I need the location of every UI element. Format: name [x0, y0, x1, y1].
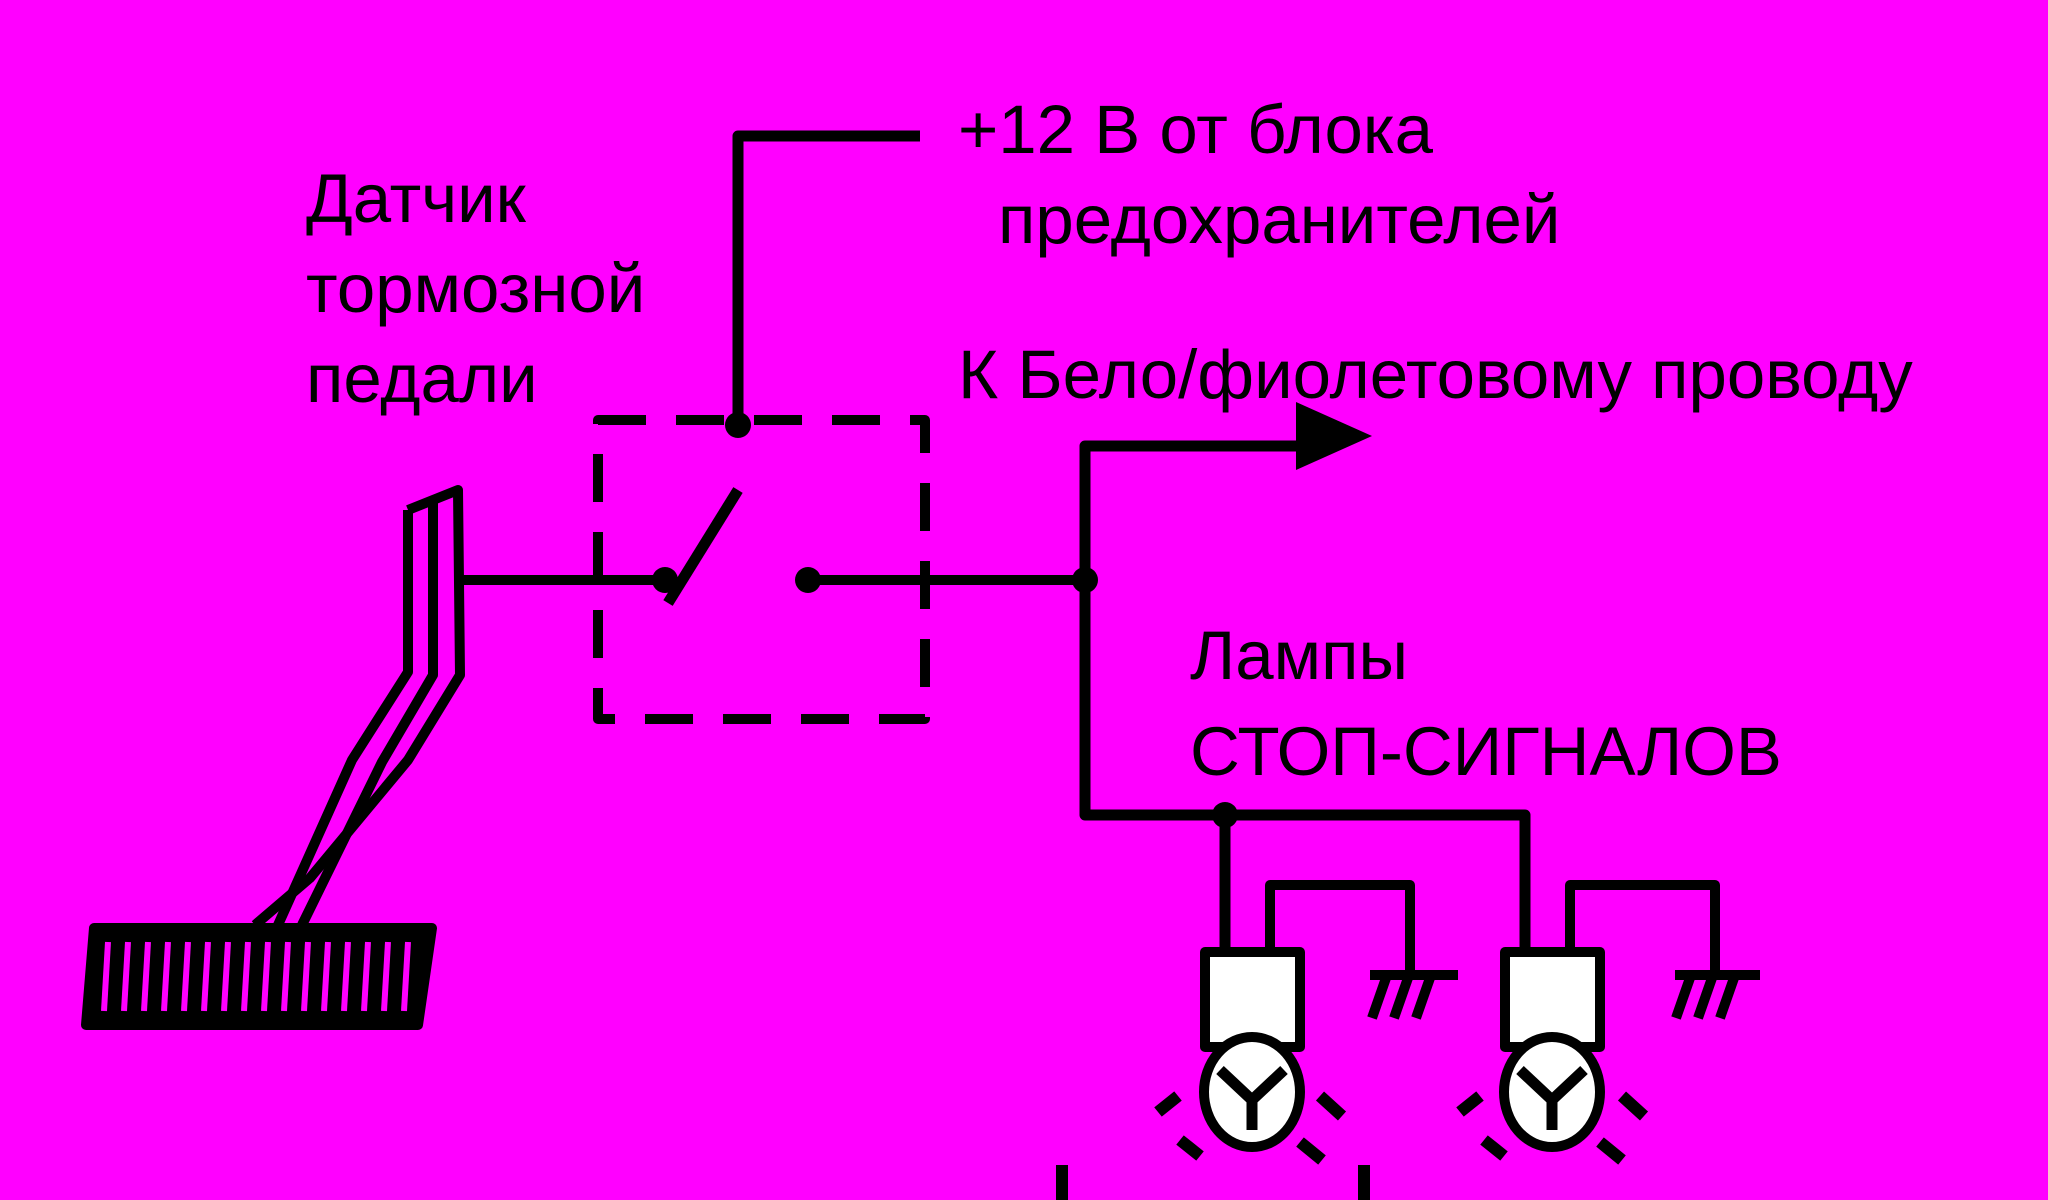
lamp-icon: [1456, 880, 1720, 1165]
switch-icon: [652, 412, 821, 606]
label-lamps-line-2: СТОП-СИГНАЛОВ: [1190, 713, 1782, 790]
brake-pedal-icon: [81, 485, 465, 1030]
label-power-line-1: +12 В от блока: [958, 91, 1433, 168]
power-wire: [732, 130, 920, 425]
arrow-icon: [1296, 402, 1372, 470]
ground-icon: [1671, 970, 1760, 1020]
sensor-housing: [593, 415, 930, 724]
label-sensor-line-1: Датчик: [306, 160, 526, 237]
ground-icon: [1367, 970, 1458, 1020]
lamp-icon: [1056, 880, 1415, 1200]
label-sensor-line-2: тормозной: [306, 250, 646, 327]
label-sensor-line-3: педали: [306, 340, 538, 417]
lamp-bus: [1079, 580, 1531, 955]
label-lamps-line-1: Лампы: [1190, 617, 1409, 694]
wire-to-white-violet: [1079, 440, 1300, 580]
label-wire: К Бело/фиолетовому проводу: [958, 336, 1913, 413]
label-power-line-2: предохранителей: [998, 181, 1561, 258]
